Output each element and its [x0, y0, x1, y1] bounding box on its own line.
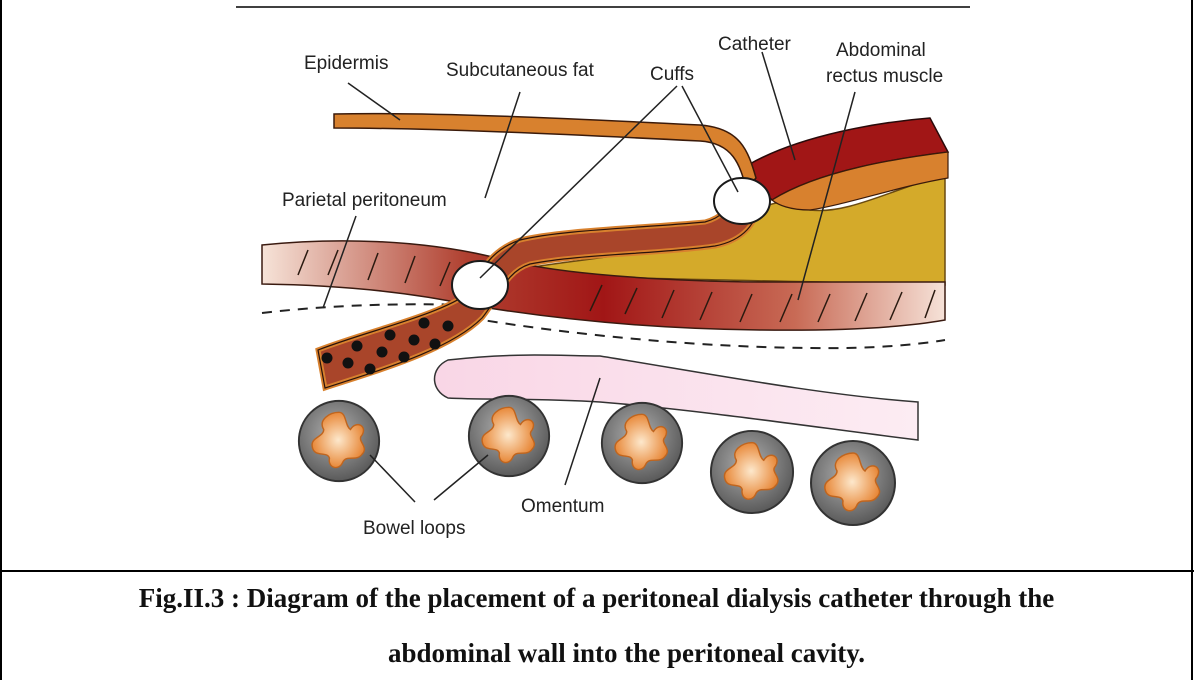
caption-line-1: Fig.II.3 : Diagram of the placement of a… [139, 571, 1054, 626]
label-bowel-loops: Bowel loops [363, 518, 465, 539]
epidermis-layer [334, 114, 756, 188]
bowel-loop-5 [811, 441, 895, 525]
cuff-superficial [714, 178, 770, 224]
label-catheter: Catheter [718, 34, 792, 55]
label-subcutaneous-fat: Subcutaneous fat [446, 60, 595, 81]
bowel-loop-4 [711, 431, 793, 513]
bowel-loop-1 [299, 401, 379, 481]
label-epidermis: Epidermis [304, 53, 388, 74]
bowel-loop-3 [602, 403, 682, 483]
label-parietal-peritoneum: Parietal peritoneum [282, 190, 447, 211]
label-abdominal-rectus-line1: Abdominal [836, 40, 926, 61]
label-abdominal-rectus-line2: rectus muscle [826, 66, 943, 87]
bowel-loop-2 [469, 396, 549, 476]
caption-line-2: abdominal wall into the peritoneal cavit… [328, 626, 865, 681]
label-cuffs: Cuffs [650, 64, 694, 85]
label-omentum: Omentum [521, 496, 604, 517]
cuff-deep [452, 261, 508, 309]
figure-caption: Fig.II.3 : Diagram of the placement of a… [0, 571, 1193, 680]
